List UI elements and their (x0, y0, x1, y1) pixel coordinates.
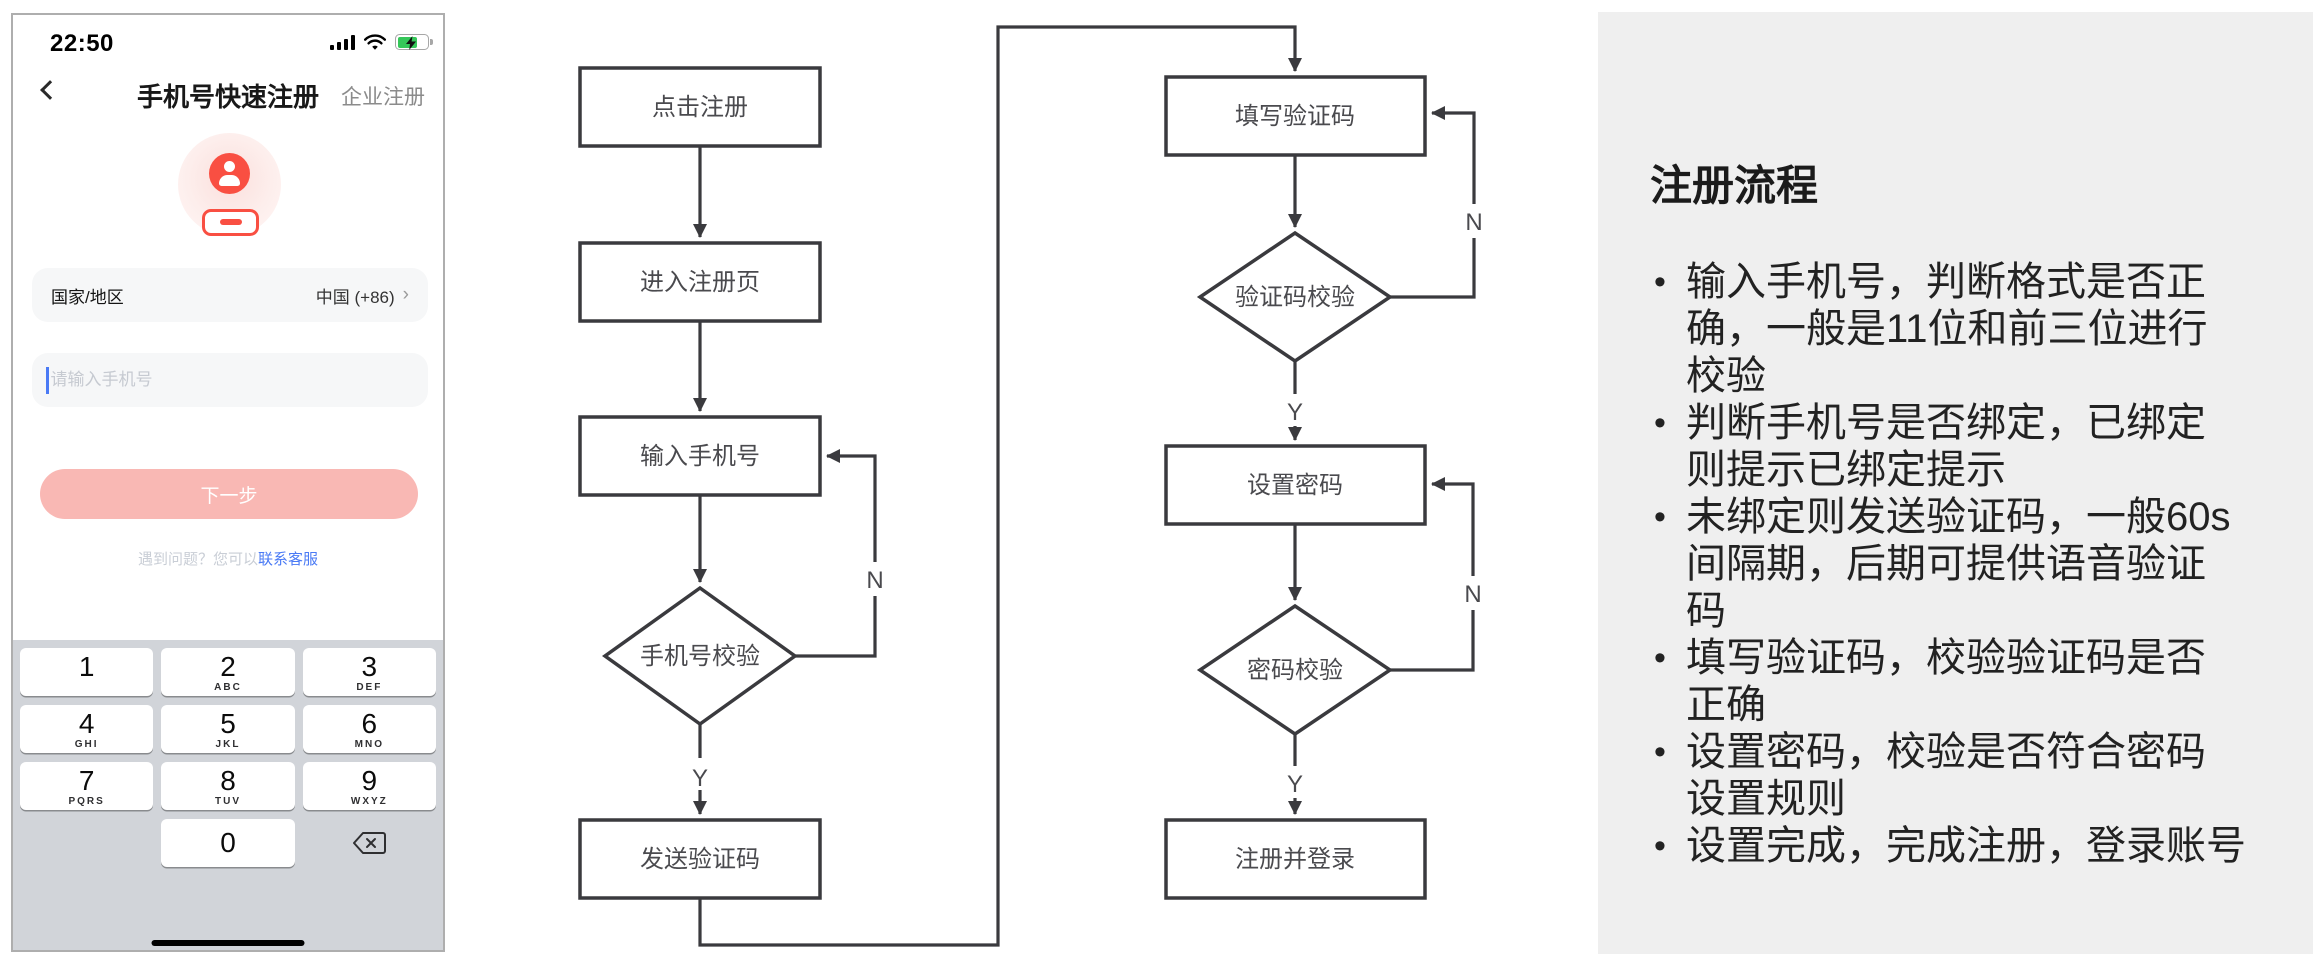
node-phone-check-label: 手机号校验 (640, 643, 760, 670)
nav-bar: 手机号快速注册 企业注册 (13, 67, 443, 123)
page-title: 手机号快速注册 (136, 82, 319, 112)
node-input-phone[interactable] (578, 415, 822, 497)
phone-mockup: 22:50 手机号快速注册 企业注册 (11, 13, 445, 952)
notes-list: 输入手机号，判断格式是否正确，一般是11位和前三位进行校验 判断手机号是否绑定，… (1650, 259, 2246, 870)
label-no-pwdcheck: N (1464, 581, 1481, 608)
node-send-code-label: 发送验证码 (640, 846, 760, 873)
label-yes-pwdcheck: Y (1287, 771, 1303, 798)
backspace-key[interactable] (303, 819, 436, 867)
next-step-button[interactable]: 下一步 (40, 469, 418, 519)
text-cursor (46, 366, 49, 394)
node-enter-register-page-label: 进入注册页 (640, 269, 760, 296)
home-indicator[interactable] (151, 940, 305, 946)
notes-title: 注册流程 (1650, 162, 1819, 209)
note-item: 设置密码，校验是否符合密码设置规则 (1650, 729, 2242, 823)
note-item: 输入手机号，判断格式是否正确，一般是11位和前三位进行校验 (1650, 259, 2242, 400)
node-password-check[interactable] (1196, 603, 1394, 737)
node-set-password[interactable] (1164, 444, 1427, 526)
country-region-label: 国家/地区 (51, 287, 124, 307)
node-fill-code-label: 填写验证码 (1235, 103, 1355, 130)
edge-phonecheck-no-loop (795, 449, 877, 658)
key-0[interactable]: 0 (161, 819, 295, 867)
key-1[interactable]: 1 (20, 648, 154, 696)
node-password-check-label: 密码校验 (1247, 657, 1343, 684)
label-yes-phonecheck: Y (692, 765, 708, 792)
registration-flowchart: Y N Y N Y N 点击注册 进入注册页 输入手机号 手机号校验 发送验证码… (578, 25, 1488, 947)
node-code-check-label: 验证码校验 (1235, 284, 1355, 311)
node-set-password-label: 设置密码 (1247, 472, 1343, 499)
battery-charging-icon (395, 34, 433, 50)
node-register-login[interactable] (1164, 818, 1427, 900)
phone-number-input[interactable] (50, 370, 351, 390)
contact-support-link[interactable]: 联系客服 (258, 551, 319, 568)
node-register-login-label: 注册并登录 (1235, 846, 1355, 873)
node-click-register[interactable] (578, 66, 822, 148)
node-send-code[interactable] (578, 818, 822, 900)
chevron-right-icon: › (402, 284, 409, 305)
country-region-row[interactable]: 国家/地区 中国 (+86) › (32, 268, 428, 322)
label-yes-codecheck: Y (1287, 399, 1303, 426)
phone-number-field[interactable] (32, 353, 428, 407)
note-item: 填写验证码，校验验证码是否正确 (1650, 635, 2242, 729)
help-text: 遇到问题？您可以 (137, 551, 258, 568)
country-region-value: 中国 (+86) › (315, 284, 409, 307)
status-bar: 22:50 (13, 15, 443, 67)
wifi-icon (364, 34, 386, 50)
backspace-icon (353, 832, 387, 854)
note-item: 判断手机号是否绑定，已绑定则提示已绑定提示 (1650, 400, 2242, 494)
node-phone-check[interactable] (601, 585, 799, 727)
node-code-check[interactable] (1196, 230, 1394, 364)
user-icon (209, 153, 250, 194)
label-no-phonecheck: N (866, 567, 883, 594)
node-enter-register-page[interactable] (578, 241, 822, 323)
notes-panel: 注册流程 输入手机号，判断格式是否正确，一般是11位和前三位进行校验 判断手机号… (1598, 12, 2313, 954)
enterprise-register-link[interactable]: 企业注册 (341, 86, 425, 109)
cellular-signal-icon (329, 34, 355, 50)
help-line: 遇到问题？您可以联系客服 (13, 548, 443, 569)
node-fill-code[interactable] (1164, 75, 1427, 157)
label-no-codecheck: N (1465, 209, 1482, 236)
note-item: 设置完成，完成注册，登录账号 (1650, 823, 2246, 870)
node-input-phone-label: 输入手机号 (640, 443, 760, 470)
edge-sendcode-to-fillcode (698, 25, 1302, 947)
note-item: 未绑定则发送验证码，一般60s间隔期，后期可提供语音验证码 (1650, 494, 2242, 635)
node-click-register-label: 点击注册 (652, 94, 748, 121)
status-time: 22:50 (50, 30, 114, 57)
status-icons (329, 33, 433, 51)
phone-outline-icon (202, 209, 259, 236)
